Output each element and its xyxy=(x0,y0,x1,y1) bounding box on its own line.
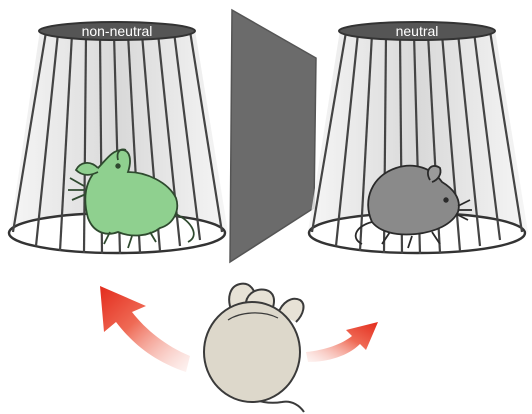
arrow-to-neutral xyxy=(306,322,378,362)
cage-label-non-neutral: non-neutral xyxy=(82,23,153,39)
divider-panel xyxy=(230,10,316,262)
arrow-to-non-neutral xyxy=(100,286,190,372)
test-mouse xyxy=(204,284,304,412)
cage-label-neutral: neutral xyxy=(396,23,439,39)
